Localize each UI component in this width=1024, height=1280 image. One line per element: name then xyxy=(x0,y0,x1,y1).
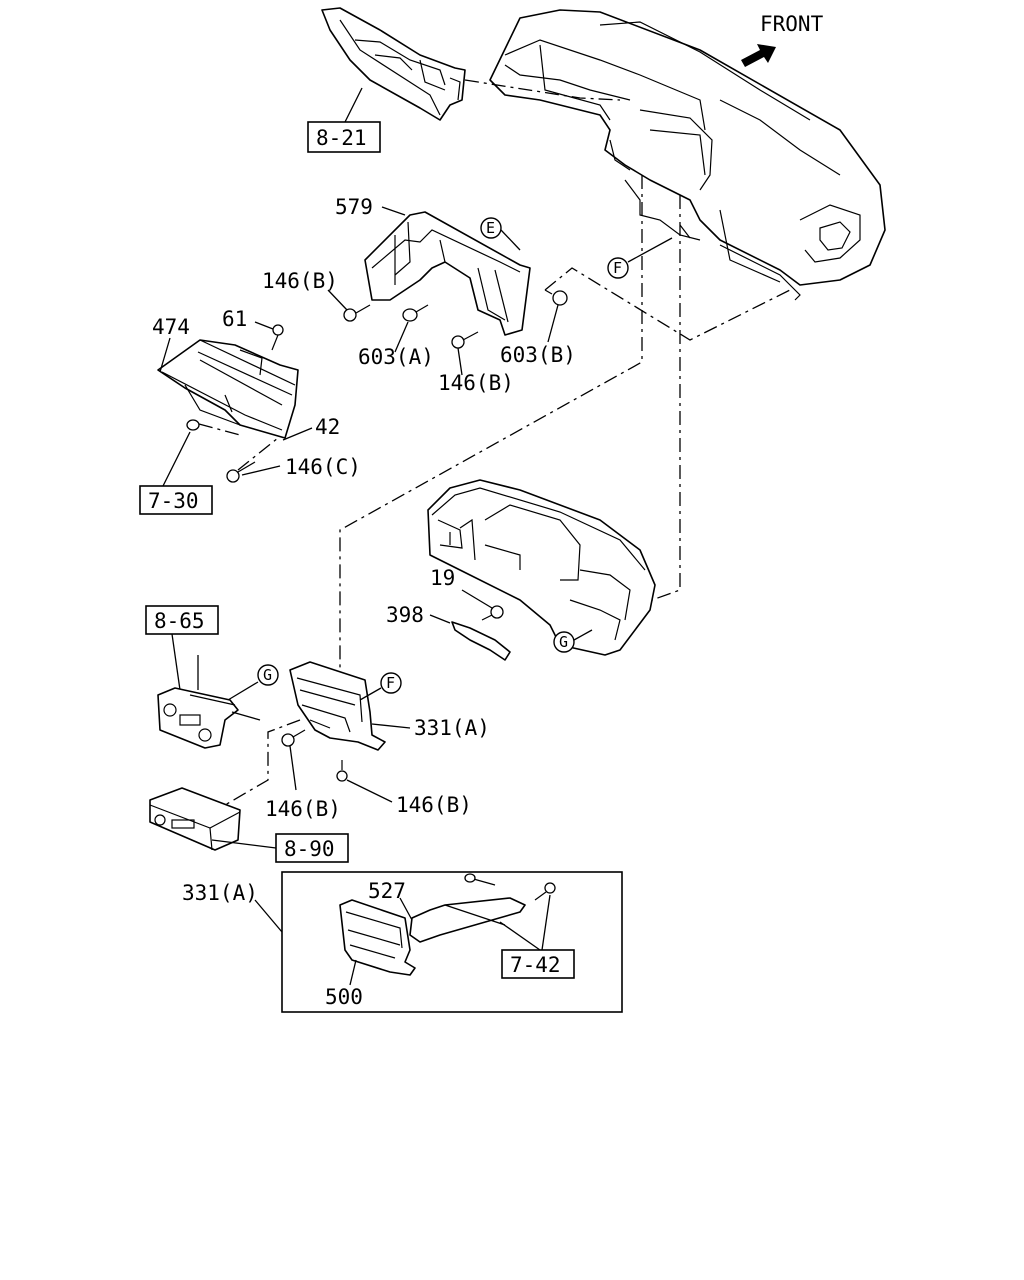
part-146c: 146(C) xyxy=(285,455,361,479)
front-label: FRONT xyxy=(760,12,824,36)
hvac-control-8-65 xyxy=(157,687,239,749)
cluster-bezel xyxy=(427,479,656,656)
part-61: 61 xyxy=(222,307,247,331)
ref-8-65: 8-65 xyxy=(154,609,205,633)
ref-7-42: 7-42 xyxy=(510,953,561,977)
screw-61 xyxy=(271,324,284,351)
screw-19 xyxy=(481,605,504,621)
part-603b: 603(B) xyxy=(500,343,576,367)
clip-603b xyxy=(544,289,568,306)
part-603a: 603(A) xyxy=(358,345,434,369)
ref-box-7-42 xyxy=(501,949,575,979)
svg-text:E: E xyxy=(486,219,495,237)
part-42: 42 xyxy=(315,415,340,439)
ref-7-30: 7-30 xyxy=(148,489,199,513)
front-arrow-icon xyxy=(741,44,776,67)
screw-146b-top xyxy=(343,304,371,322)
screw-146b-right xyxy=(336,760,348,782)
part-146b-left: 146(B) xyxy=(265,797,341,821)
callout-g-left: G xyxy=(257,664,279,686)
ref-box-8-21 xyxy=(307,121,381,153)
ref-box-8-90 xyxy=(275,833,349,863)
part-527: 527 xyxy=(368,879,406,903)
screw-146c xyxy=(226,461,256,483)
detail-inset-box xyxy=(281,871,623,1013)
leader-8-21 xyxy=(344,87,363,123)
part-146b-mid: 146(B) xyxy=(438,371,514,395)
bracket-579 xyxy=(364,211,531,336)
part-331a-inset: 331(A) xyxy=(182,881,258,905)
part-579: 579 xyxy=(335,195,373,219)
callout-e: E xyxy=(480,217,502,239)
front-indicator: FRONT xyxy=(741,12,824,67)
leader-pad-to-panel xyxy=(464,79,621,101)
part-331a: 331(A) xyxy=(414,716,490,740)
svg-text:F: F xyxy=(386,674,395,692)
bumper-7-30-part xyxy=(186,419,241,436)
part-500: 500 xyxy=(325,985,363,1009)
part-19: 19 xyxy=(430,566,455,590)
leader-579 xyxy=(381,206,406,216)
svg-text:F: F xyxy=(613,259,622,277)
clip-603a xyxy=(402,304,429,322)
ref-box-7-30 xyxy=(139,485,213,515)
screw-146b-left xyxy=(281,729,306,747)
svg-text:G: G xyxy=(559,633,568,651)
ref-box-8-65 xyxy=(145,605,219,635)
svg-text:G: G xyxy=(263,666,272,684)
cluster-hood xyxy=(321,7,466,121)
part-146b-right: 146(B) xyxy=(396,793,472,817)
instrument-panel xyxy=(489,9,886,301)
glove-box-474 xyxy=(157,339,299,439)
bracket-398 xyxy=(451,621,511,661)
inset-screw xyxy=(534,882,556,901)
screw-146b-mid xyxy=(451,331,479,349)
part-398: 398 xyxy=(386,603,424,627)
part-146b-top: 146(B) xyxy=(262,269,338,293)
leader-panel-to-bezel xyxy=(339,175,643,695)
callout-f-bezel: F xyxy=(380,672,402,694)
leader-bezel-to-radio xyxy=(224,719,301,806)
inset-bracket xyxy=(409,873,526,943)
part-474: 474 xyxy=(152,315,190,339)
inset-bezel xyxy=(339,899,416,976)
ref-8-90: 8-90 xyxy=(284,837,335,861)
ref-8-21: 8-21 xyxy=(316,126,367,150)
callout-g-cluster: G xyxy=(553,631,575,653)
radio-unit xyxy=(149,787,241,851)
center-bezel-331a xyxy=(289,661,386,751)
leader-panel-to-cluster xyxy=(651,195,681,601)
leader-603b-to-panel xyxy=(544,267,791,341)
callout-f-top: F xyxy=(607,257,629,279)
